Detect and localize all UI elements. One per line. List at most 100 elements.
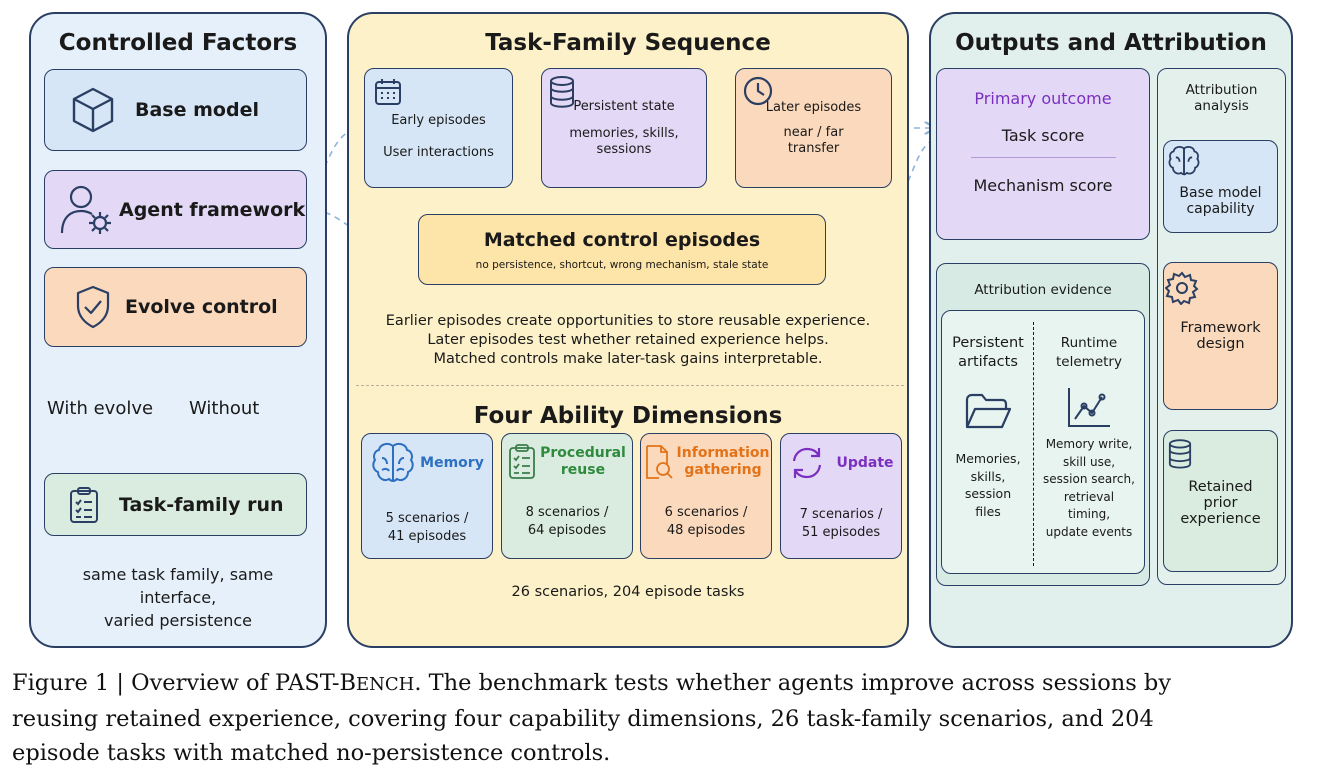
telemetry-item: update events: [1045, 524, 1133, 539]
persistent-state-detail: memories, skills,: [569, 126, 679, 142]
early-episodes-box: Early episodes User interactions: [364, 68, 513, 188]
section-divider: [356, 385, 904, 386]
ability-dimensions-title: Four Ability Dimensions: [473, 403, 783, 429]
caption-line-2: reusing retained experience, covering fo…: [12, 706, 1154, 732]
ability-procedural-name: Procedural: [540, 445, 626, 461]
brain-icon: [1167, 144, 1201, 178]
ability-memory-count: 5 scenarios /: [385, 511, 469, 526]
ability-update-count: 51 episodes: [801, 524, 881, 540]
telemetry-item: skill use,: [1062, 454, 1116, 469]
document-search-icon: [643, 444, 675, 480]
caption-bench-smallcaps: ENCH: [356, 674, 415, 695]
primary-outcome-label: Primary outcome: [974, 89, 1112, 108]
ability-update-count: 7 scenarios /: [799, 507, 883, 522]
evolve-control-label: Evolve control: [125, 296, 278, 318]
without-label: Without: [189, 398, 260, 419]
later-episodes-detail: transfer: [787, 140, 840, 156]
left-footer-line: same task family, same: [82, 565, 274, 584]
attribution-evidence-title: Attribution evidence: [974, 282, 1112, 298]
persistent-state-box: Persistent state memories, skills, sessi…: [541, 68, 707, 188]
telemetry-item: Memory write,: [1045, 437, 1133, 451]
database-icon: [549, 76, 575, 108]
evidence-column-divider: [1033, 322, 1034, 566]
ability-information-name: gathering: [684, 462, 762, 478]
description-line: Matched controls make later-task gains i…: [433, 351, 823, 367]
calendar-icon: [374, 78, 402, 106]
score-divider: [970, 157, 1116, 158]
ability-update-name: Update: [836, 455, 894, 471]
gear-icon: [1165, 271, 1199, 305]
ability-procedural-name: reuse: [560, 462, 606, 478]
description-line: Earlier episodes create opportunities to…: [385, 313, 871, 329]
later-episodes-box: Later episodes near / far transfer: [735, 68, 892, 188]
retained-experience-label: prior: [1203, 495, 1238, 511]
ability-procedural-count: 64 episodes: [527, 522, 607, 538]
later-episodes-detail: near / far: [783, 125, 844, 141]
ability-update-box: Update 7 scenarios / 51 episodes: [780, 433, 902, 559]
left-footer-text: same task family, same interface, varied…: [29, 563, 327, 632]
task-family-sequence-title: Task-Family Sequence: [485, 30, 771, 56]
agent-framework-label: Agent framework: [119, 198, 306, 221]
agent-framework-box: Agent framework: [44, 170, 307, 249]
persistent-artifacts-column: Persistent artifacts Memories, skills, s…: [943, 334, 1033, 520]
caption-prefix: Figure 1 | Overview of PAST-: [12, 670, 340, 696]
matched-control-title: Matched control episodes: [483, 228, 761, 251]
task-score-label: Task score: [1001, 126, 1085, 145]
task-family-run-box: Task-family run: [44, 473, 307, 536]
persistent-state-detail: sessions: [596, 141, 652, 157]
checklist-icon: [508, 444, 536, 480]
attribution-analysis-label: analysis: [1194, 98, 1249, 114]
left-footer-line: interface,: [139, 588, 217, 607]
brain-icon: [370, 440, 416, 486]
controlled-factors-title: Controlled Factors: [58, 30, 298, 56]
framework-design-label: design: [1196, 336, 1245, 352]
evidence-inner-box: [941, 310, 1145, 574]
attribution-analysis-label: Attribution: [1185, 82, 1258, 98]
ability-information-name: Information: [676, 445, 770, 461]
ability-information-count: 6 scenarios /: [664, 505, 748, 520]
sequence-description: Earlier episodes create opportunities to…: [347, 312, 909, 369]
user-interactions-label: User interactions: [383, 145, 494, 160]
framework-design-box: Framework design: [1163, 262, 1278, 410]
matched-control-subtitle: no persistence, shortcut, wrong mechanis…: [475, 258, 769, 271]
line-chart-icon: [1035, 386, 1143, 428]
figure-caption: Figure 1 | Overview of PAST-BENCH. The b…: [12, 666, 1322, 770]
runtime-telemetry-label: Runtime: [1060, 335, 1118, 351]
mechanism-score-label: Mechanism score: [973, 176, 1113, 195]
clipboard-icon: [69, 486, 99, 524]
caption-line-3: episode tasks with matched no-persistenc…: [12, 740, 611, 766]
ability-procedural-box: Procedural reuse 8 scenarios / 64 episod…: [501, 433, 633, 559]
ability-procedural-count: 8 scenarios /: [525, 505, 609, 520]
artifact-item: Memories,: [955, 451, 1021, 466]
clock-icon: [742, 75, 774, 107]
folder-icon: [943, 392, 1033, 432]
retained-experience-label: experience: [1180, 511, 1261, 527]
description-line: Later episodes test whether retained exp…: [427, 332, 829, 348]
persistent-artifacts-label: artifacts: [958, 354, 1018, 370]
base-model-capability-label: Base model: [1179, 184, 1262, 201]
telemetry-item: timing,: [1067, 507, 1111, 521]
task-family-run-label: Task-family run: [119, 493, 284, 516]
retained-experience-label: Retained: [1188, 479, 1253, 495]
base-model-capability-box: Base model capability: [1163, 140, 1278, 233]
base-model-capability-label: capability: [1186, 200, 1255, 217]
shield-check-icon: [75, 285, 111, 329]
telemetry-item: retrieval: [1063, 489, 1115, 504]
middle-footer-text: 26 scenarios, 204 episode tasks: [511, 584, 745, 600]
cube-icon: [71, 86, 115, 134]
primary-outcome-box: Primary outcome Task score Mechanism sco…: [936, 68, 1150, 240]
caption-line-1: Figure 1 | Overview of PAST-BENCH. The b…: [12, 666, 1322, 702]
later-episodes-label: Later episodes: [765, 99, 862, 115]
runtime-telemetry-label: telemetry: [1056, 354, 1122, 370]
matched-control-box: Matched control episodes no persistence,…: [418, 214, 826, 285]
refresh-icon: [788, 444, 826, 482]
artifact-item: files: [975, 503, 1001, 519]
ability-memory-box: Memory 5 scenarios / 41 episodes: [361, 433, 493, 559]
runtime-telemetry-column: Runtime telemetry Memory write, skill us…: [1035, 334, 1143, 541]
ability-information-box: Information gathering 6 scenarios / 48 e…: [640, 433, 772, 559]
left-footer-line: varied persistence: [104, 611, 252, 630]
caption-line1-rest: . The benchmark tests whether agents imp…: [414, 670, 1172, 696]
ability-memory-count: 41 episodes: [387, 528, 467, 544]
ability-memory-name: Memory: [420, 455, 484, 471]
persistent-state-label: Persistent state: [573, 98, 675, 114]
